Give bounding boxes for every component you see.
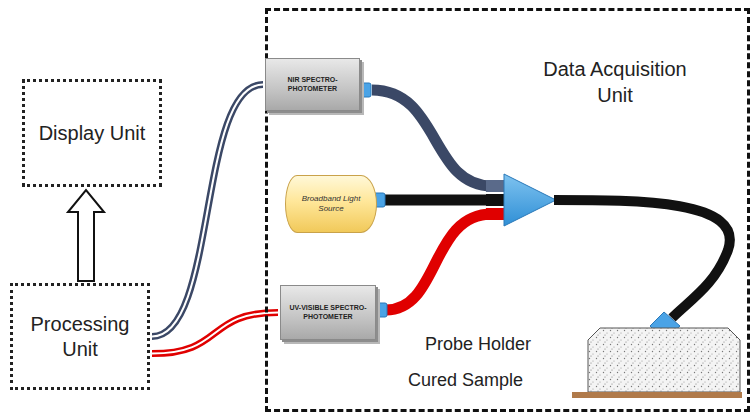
cured-sample [588,328,740,392]
fiber-coupler [504,174,556,226]
node-label: NIR SPECTRO-PHOTOMETER [272,76,353,94]
sleeve [486,208,506,220]
light-cable [384,195,492,206]
sleeve [486,194,506,206]
processing-unit: Processing Unit [10,283,150,390]
display-unit: Display Unit [22,79,162,187]
connector [68,190,104,281]
uv-vis-spectrophotometer: UV-VISIBLE SPECTRO-PHOTOMETER [280,285,376,340]
connector [152,313,278,354]
unit-heading: Data Acquisition Unit [530,56,700,108]
nir-spectrophotometer: NIR SPECTRO-PHOTOMETER [265,58,360,111]
node-label: UV-VISIBLE SPECTRO-PHOTOMETER [287,304,369,322]
part-label: Cured Sample [406,370,525,391]
base-plate [572,392,742,398]
light-source: Broadband Light Source [285,175,377,233]
sleeve [486,180,506,192]
node-label: Display Unit [39,121,146,146]
probe-cable [554,200,730,318]
node-label: Processing Unit [19,312,141,362]
nir-cable [372,90,492,186]
part-label: Probe Holder [423,334,533,355]
uv-cable [386,214,492,310]
connector [152,85,263,337]
node-label: Broadband Light Source [298,194,364,215]
